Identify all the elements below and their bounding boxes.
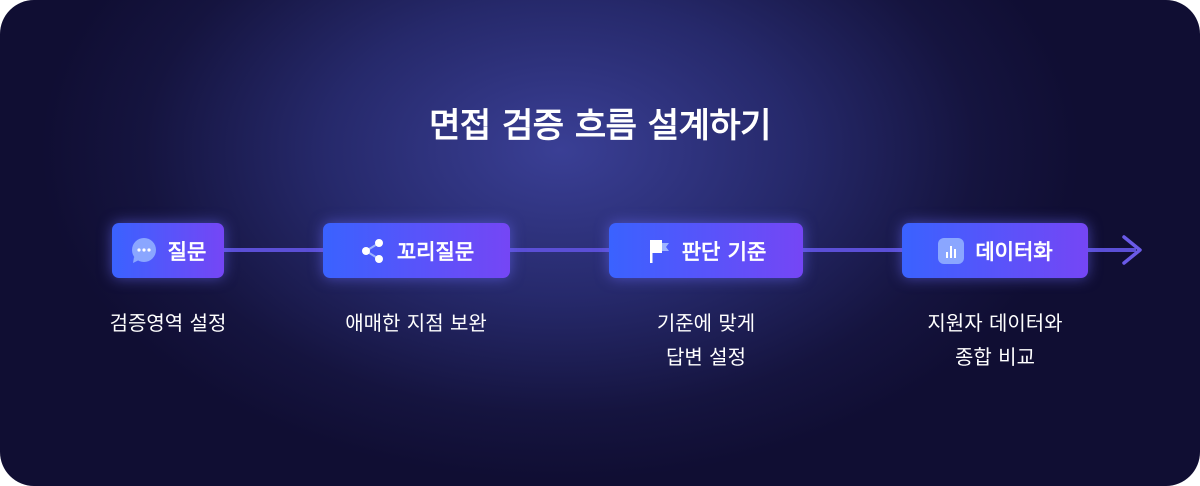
step-label: 데이터화 xyxy=(975,239,1053,264)
step-data: 데이터화 xyxy=(902,223,1088,278)
page-title: 면접 검증 흐름 설계하기 xyxy=(429,106,771,146)
caption-line: 애매한 지점 보완 xyxy=(345,311,487,335)
step-caption: 검증영역 설정 xyxy=(68,306,268,340)
flag-icon xyxy=(649,239,669,263)
caption-line: 지원자 데이터와 xyxy=(927,311,1063,335)
step-label: 꼬리질문 xyxy=(396,239,475,264)
caption-line: 답변 설정 xyxy=(666,345,746,369)
caption-line: 기준에 맞게 xyxy=(656,311,756,335)
caption-line: 종합 비교 xyxy=(955,345,1035,369)
step-criteria: 판단 기준 xyxy=(609,223,803,278)
share-icon xyxy=(361,238,383,263)
step-label: 판단 기준 xyxy=(681,239,767,264)
step-caption: 애매한 지점 보완 xyxy=(306,306,526,340)
chat-bubble-icon xyxy=(131,237,156,263)
caption-line: 검증영역 설정 xyxy=(109,311,227,335)
step-question: 질문 xyxy=(112,223,224,278)
step-label: 질문 xyxy=(167,239,207,264)
arrow-right-icon xyxy=(1122,235,1142,265)
step-follow-up: 꼬리질문 xyxy=(323,223,510,278)
bar-chart-icon xyxy=(938,237,965,264)
